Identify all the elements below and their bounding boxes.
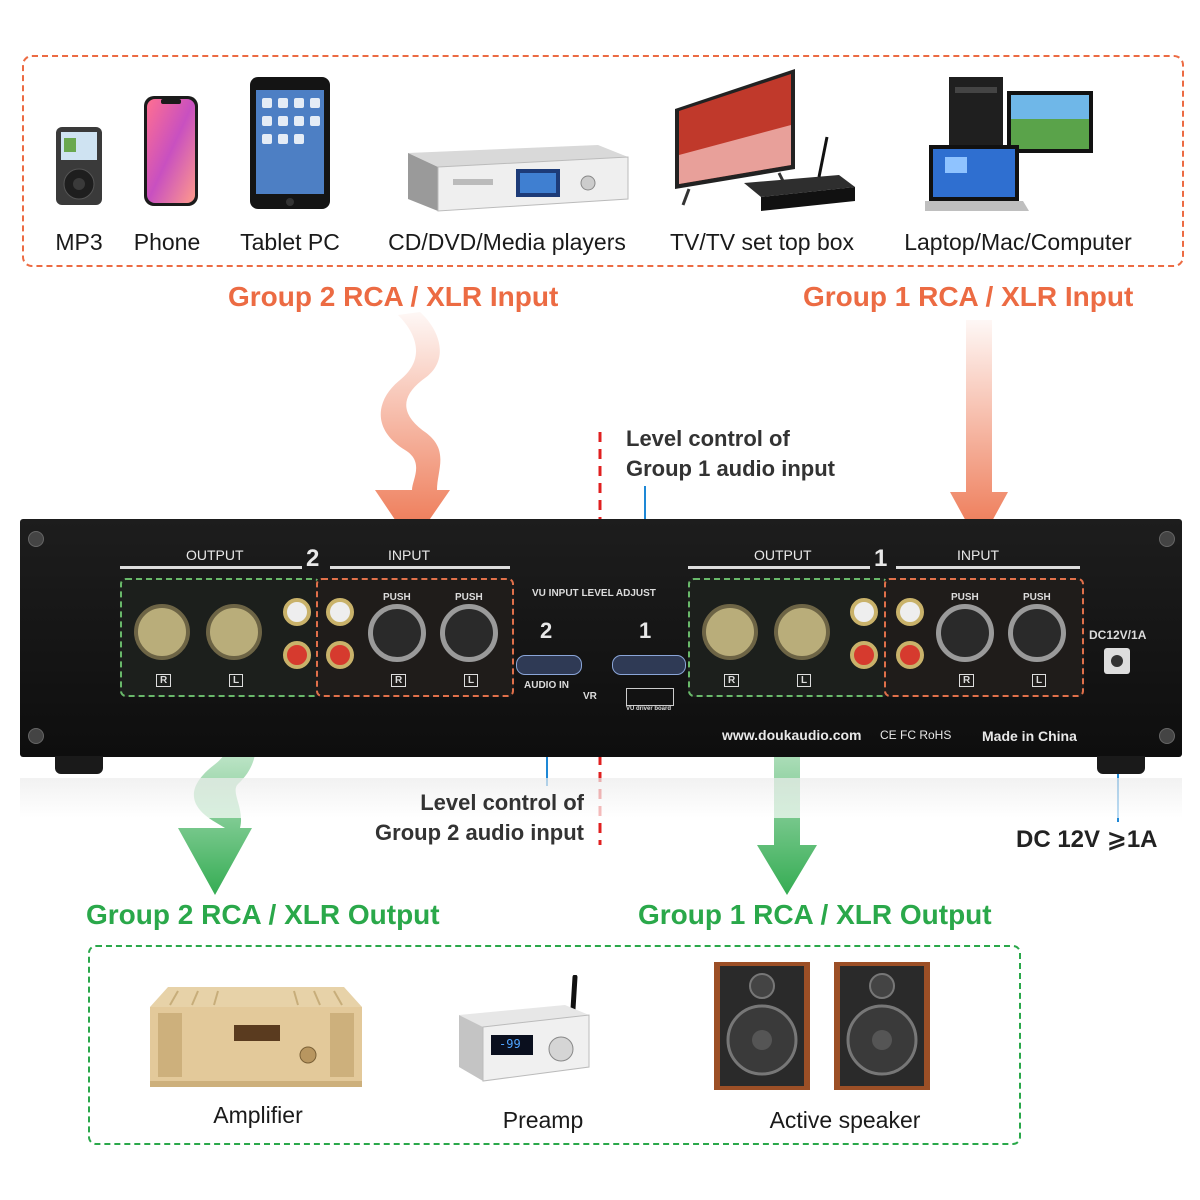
level1-note: Level control of Group 1 audio input — [626, 424, 835, 484]
preamp-display-readout: -99 — [499, 1037, 521, 1051]
group1-input-bar — [896, 566, 1080, 569]
website-url: www.doukaudio.com — [722, 727, 862, 743]
channel-r-badge: R — [156, 674, 172, 687]
group1-output-bar — [688, 566, 870, 569]
group1-input-label: Group 1 RCA / XLR Input — [803, 281, 1134, 312]
screw-icon — [28, 728, 44, 744]
device-label-tablet: Tablet PC — [240, 229, 340, 255]
dc-jack-hole — [1111, 655, 1123, 667]
group2-output-heading: OUTPUT — [186, 547, 244, 563]
level2-note: Level control of Group 2 audio input — [344, 788, 584, 848]
vu-trimmer-group1[interactable] — [612, 655, 686, 675]
dc-power-jack[interactable] — [1104, 648, 1130, 674]
input-devices-box — [22, 55, 1184, 267]
computer-icon — [921, 73, 1097, 218]
rca-input-top-group2[interactable] — [326, 598, 354, 626]
tablet-icon — [249, 76, 331, 215]
level2-note-line2: Group 2 audio input — [375, 820, 584, 845]
rca-input-bottom-group1[interactable] — [896, 641, 924, 669]
panel-foot-right — [1097, 756, 1145, 774]
device-label-phone: Phone — [133, 229, 201, 255]
rca-output-bottom-group2[interactable] — [283, 641, 311, 669]
phone-icon — [143, 95, 199, 212]
output-label-preamp: Preamp — [502, 1107, 584, 1133]
xlr-output-r-group1[interactable] — [702, 604, 758, 660]
audio-in-label: AUDIO IN — [524, 680, 569, 691]
group1-input-arrow — [950, 320, 1008, 545]
panel-reflection — [20, 778, 1182, 818]
channel-r-badge: R — [724, 674, 740, 687]
device-label-media-player: CD/DVD/Media players — [388, 229, 626, 255]
device-label-mp3: MP3 — [55, 229, 103, 255]
push-tab[interactable]: PUSH — [455, 592, 483, 603]
device-label-computer: Laptop/Mac/Computer — [904, 229, 1132, 255]
dc-note: DC 12V ⩾1A — [1016, 826, 1158, 853]
channel-r-badge: R — [959, 674, 975, 687]
rca-input-top-group1[interactable] — [896, 598, 924, 626]
rca-output-top-group1[interactable] — [850, 598, 878, 626]
device-label-tv: TV/TV set top box — [669, 229, 855, 255]
xlr-input-r-group1[interactable] — [936, 604, 994, 662]
channel-l-badge: L — [797, 674, 812, 687]
made-in-label: Made in China — [982, 728, 1077, 744]
media-player-icon — [398, 143, 630, 218]
xlr-output-l-group2[interactable] — [206, 604, 262, 660]
certification-marks: CE FC RoHS — [880, 728, 952, 742]
xlr-input-l-group1[interactable] — [1008, 604, 1066, 662]
dc-jack-label: DC12V/1A — [1089, 628, 1147, 642]
rca-input-bottom-group2[interactable] — [326, 641, 354, 669]
group2-input-bar — [330, 566, 510, 569]
group2-input-heading: INPUT — [388, 547, 430, 563]
vu-driver-label: VU driver board — [626, 706, 672, 712]
speaker-icon — [710, 960, 942, 1097]
group1-number: 1 — [874, 545, 888, 572]
channel-l-badge: L — [1032, 674, 1047, 687]
amplifier-icon — [148, 985, 364, 1094]
level2-note-line1: Level control of — [420, 790, 584, 815]
group2-output-label: Group 2 RCA / XLR Output — [86, 899, 440, 930]
rca-output-bottom-group1[interactable] — [850, 641, 878, 669]
xlr-input-r-group2[interactable] — [368, 604, 426, 662]
xlr-output-l-group1[interactable] — [774, 604, 830, 660]
panel-foot-left — [55, 756, 103, 774]
vu-trimmer-group2[interactable] — [516, 655, 582, 675]
level1-note-line2: Group 1 audio input — [626, 456, 835, 481]
xlr-input-l-group2[interactable] — [440, 604, 498, 662]
group1-output-label: Group 1 RCA / XLR Output — [638, 899, 992, 930]
mp3-player-icon — [55, 126, 103, 211]
level1-note-line1: Level control of — [626, 426, 790, 451]
group1-output-heading: OUTPUT — [754, 547, 812, 563]
vu-group1-number: 1 — [639, 618, 652, 643]
output-label-speaker: Active speaker — [769, 1107, 921, 1133]
group2-input-label: Group 2 RCA / XLR Input — [228, 281, 559, 312]
tv-icon — [669, 65, 859, 220]
vu-driver-board — [626, 688, 674, 706]
screw-icon — [1159, 531, 1175, 547]
output-devices-box — [88, 945, 1021, 1145]
channel-r-badge: R — [391, 674, 407, 687]
push-tab[interactable]: PUSH — [951, 592, 979, 603]
vu-adjust-title: VU INPUT LEVEL ADJUST — [532, 588, 656, 599]
output-label-amplifier: Amplifier — [213, 1102, 303, 1128]
push-tab[interactable]: PUSH — [383, 592, 411, 603]
screw-icon — [28, 531, 44, 547]
group2-input-arrow — [375, 312, 450, 545]
push-tab[interactable]: PUSH — [1023, 592, 1051, 603]
group1-input-heading: INPUT — [957, 547, 999, 563]
screw-icon — [1159, 728, 1175, 744]
vu-group2-number: 2 — [540, 618, 553, 643]
preamp-icon — [455, 974, 591, 1092]
vr-label: VR — [583, 691, 597, 702]
channel-l-badge: L — [464, 674, 479, 687]
xlr-output-r-group2[interactable] — [134, 604, 190, 660]
group2-output-bar — [120, 566, 302, 569]
rca-output-top-group2[interactable] — [283, 598, 311, 626]
channel-l-badge: L — [229, 674, 244, 687]
group2-number: 2 — [306, 545, 320, 572]
